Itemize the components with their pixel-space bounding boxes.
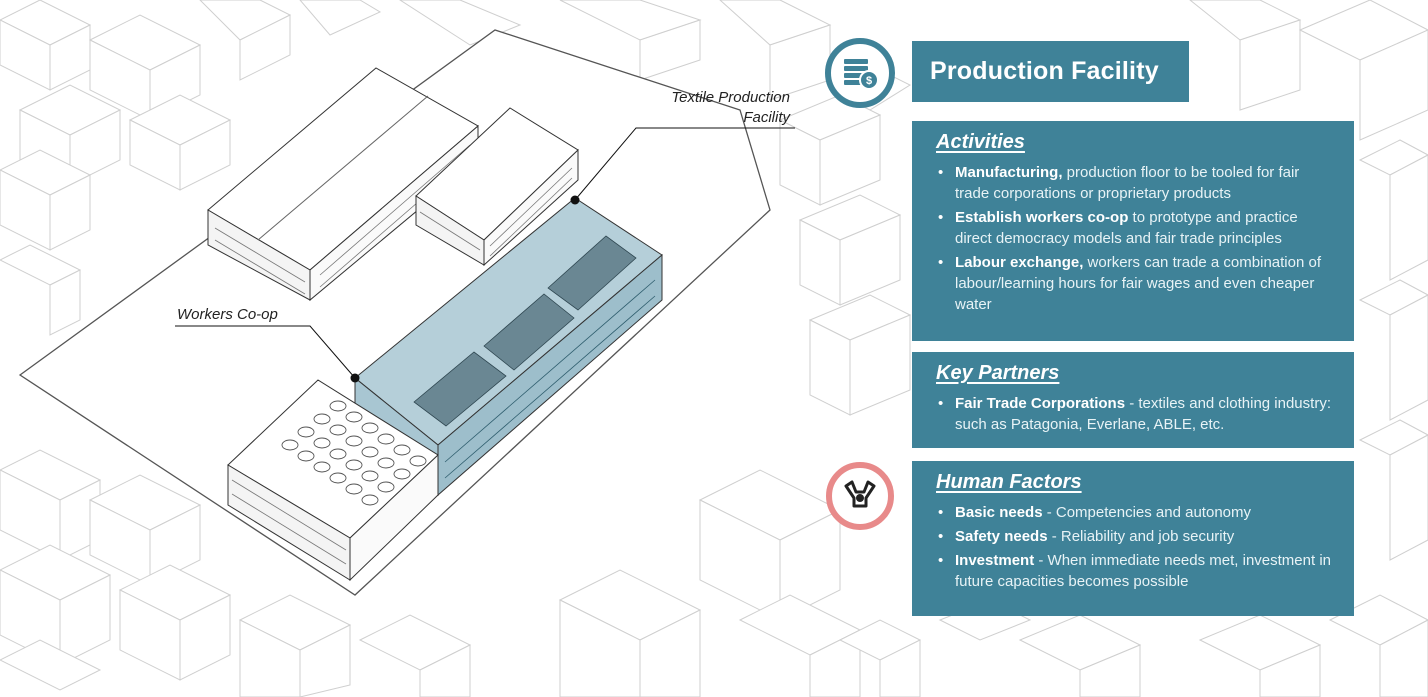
water-tanks: [281, 400, 427, 506]
textile-leader-dot: [570, 195, 580, 205]
list-item: Investment - When immediate needs met, i…: [936, 550, 1336, 592]
activities-heading: Activities: [936, 131, 1025, 153]
building-north-west-windows: [214, 144, 471, 295]
leader-lines: [175, 127, 795, 379]
solar-panels: [413, 235, 637, 427]
label-textile-line1: Textile Production: [671, 89, 790, 106]
workers-coop-windows: [231, 479, 347, 565]
money-stack-icon: $: [825, 38, 895, 108]
label-textile-production-facility: Textile Production Facility: [600, 88, 790, 128]
building-north-east-windows: [419, 167, 573, 257]
list-item: Manufacturing, production floor to be to…: [936, 162, 1336, 204]
key-partners-heading: Key Partners: [936, 362, 1060, 384]
site-boundary: [18, 29, 771, 596]
activities-card: Activities Manufacturing, production flo…: [912, 121, 1354, 341]
list-item: Basic needs - Competencies and autonomy: [936, 502, 1336, 523]
raised-arms-person-icon: [826, 462, 894, 530]
list-item: Safety needs - Reliability and job secur…: [936, 526, 1336, 547]
activities-list: Manufacturing, production floor to be to…: [936, 162, 1336, 315]
textile-production-windows: [444, 279, 656, 479]
human-factors-heading: Human Factors: [936, 471, 1082, 493]
key-partners-card: Key Partners Fair Trade Corporations - t…: [912, 352, 1354, 448]
page-title-box: Production Facility: [912, 41, 1189, 102]
workers-leader-dot: [350, 373, 360, 383]
svg-text:$: $: [866, 75, 872, 87]
workers-coop-building: [227, 379, 439, 582]
human-factors-list: Basic needs - Competencies and autonomy …: [936, 502, 1336, 592]
label-workers-coop: Workers Co-op: [177, 306, 278, 323]
building-north-west: [207, 67, 479, 302]
page-title: Production Facility: [930, 57, 1159, 85]
key-partners-list: Fair Trade Corporations - textiles and c…: [936, 393, 1336, 435]
human-factors-card: Human Factors Basic needs - Competencies…: [912, 461, 1354, 616]
label-textile-line2: Facility: [743, 109, 790, 126]
list-item: Fair Trade Corporations - textiles and c…: [936, 393, 1336, 435]
list-item: Establish workers co-op to prototype and…: [936, 207, 1336, 249]
list-item: Labour exchange, workers can trade a com…: [936, 252, 1336, 315]
